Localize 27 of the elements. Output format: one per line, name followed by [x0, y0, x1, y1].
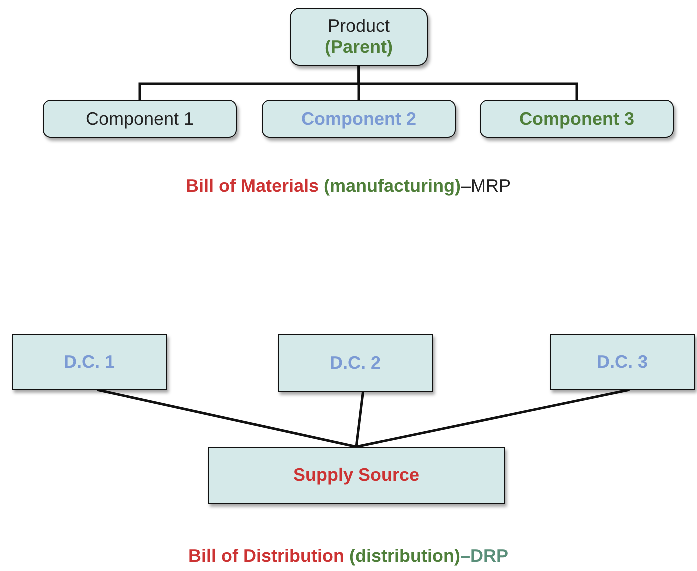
caption-text: –MRP	[461, 176, 512, 197]
node-label: Supply Source	[293, 465, 420, 486]
process-box	[278, 334, 433, 392]
node-label: Component 3	[520, 108, 634, 130]
rounded-box	[290, 8, 428, 66]
process-box	[12, 334, 167, 390]
caption-text: Bill of Materials	[186, 176, 319, 197]
rounded-box	[262, 100, 456, 138]
rounded-box	[43, 100, 237, 138]
node-label: D.C. 2	[330, 352, 381, 374]
process-box	[208, 447, 505, 504]
connector-line	[355, 392, 364, 448]
process-box	[550, 334, 695, 390]
node-label: D.C. 3	[596, 352, 648, 372]
node-label: (Parent)	[324, 37, 393, 58]
connector-line	[96, 388, 357, 448]
caption-text: Bill of Distribution	[188, 546, 344, 567]
caption-text: (manufacturing)	[324, 176, 461, 197]
caption-text: –DRP	[460, 546, 508, 567]
connector-line	[358, 66, 578, 100]
node-label: Product	[328, 16, 390, 37]
node-label: D.C. 1	[64, 352, 115, 372]
caption-text: (distribution)	[349, 546, 460, 567]
node-label: Component 2	[302, 108, 416, 130]
connector-line	[356, 388, 630, 448]
node-label: Component 1	[86, 108, 194, 130]
rounded-box	[480, 100, 674, 138]
